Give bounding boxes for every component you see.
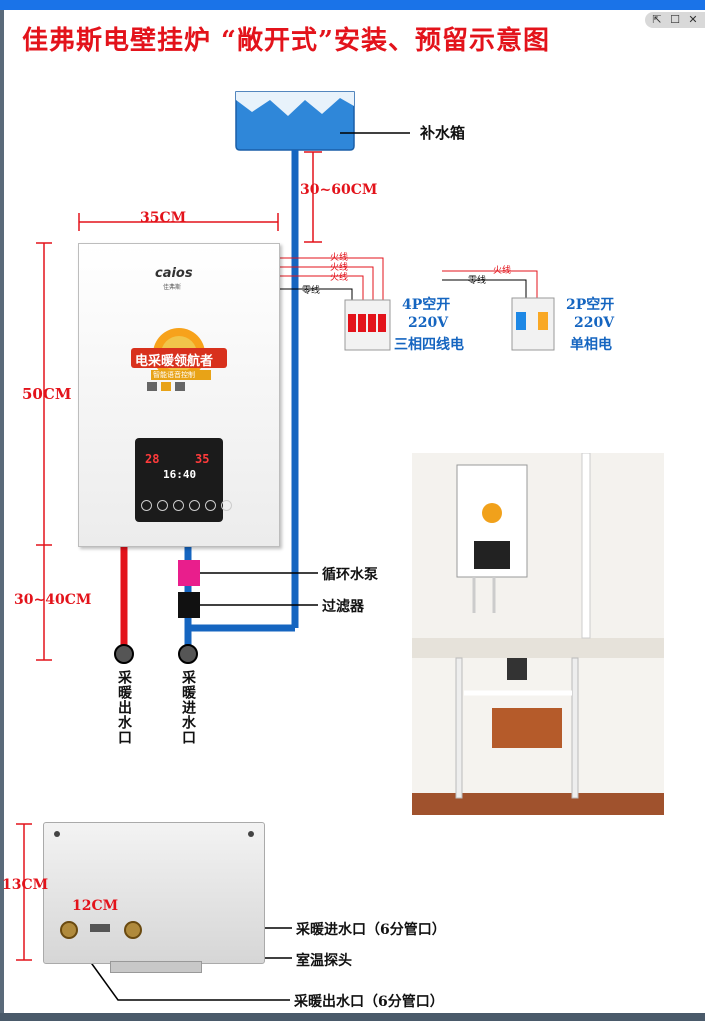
bottom-gap-label: 30~40CM — [14, 592, 92, 608]
window-controls: ⇱ ☐ ✕ — [645, 12, 705, 28]
wiring — [278, 257, 538, 300]
live-wire-label-1: 火线 — [330, 253, 349, 263]
left-edge-strip — [0, 10, 4, 1021]
breaker-4p — [344, 299, 391, 351]
filter — [178, 592, 200, 618]
power-button[interactable] — [141, 500, 152, 511]
display-time: 16:40 — [163, 468, 197, 481]
diagram-title: 佳弗斯电壁挂炉 “敞开式”安装、预留示意图 — [22, 26, 550, 56]
bottom-inlet-fitting — [124, 921, 142, 939]
neutral-wire-label-2p: 零线 — [468, 276, 487, 286]
bottom-outlet-fitting — [60, 921, 78, 939]
tank-label: 补水箱 — [420, 124, 466, 142]
product-badge: 电采暖领航者 智能语音控制 — [129, 324, 229, 394]
live-wire-label-3: 火线 — [330, 273, 349, 283]
pump-label: 循环水泵 — [322, 567, 378, 583]
pipe-spacing-label: 12CM — [72, 898, 119, 914]
breaker4p-voltage: 220V — [408, 315, 449, 331]
inlet-port — [178, 644, 198, 664]
breaker2p-label: 2P空开 — [566, 297, 615, 313]
timer-button[interactable] — [205, 500, 216, 511]
water-tank — [235, 91, 355, 151]
screw-right-icon — [248, 831, 254, 837]
inlet-label: 采暖进水口 — [180, 670, 196, 745]
screw-left-icon — [54, 831, 60, 837]
breaker2p-type: 单相电 — [570, 337, 612, 353]
depth-label: 13CM — [2, 877, 49, 893]
control-panel: 28 35 16:40 — [135, 438, 232, 522]
mode-button[interactable] — [157, 500, 168, 511]
close-icon[interactable]: ✕ — [688, 13, 698, 26]
sensor-label: 室温探头 — [296, 953, 352, 969]
live-wire-label-2: 火线 — [330, 263, 349, 273]
installation-photo — [412, 453, 664, 815]
brand-sub: 佳弗斯 — [163, 284, 182, 291]
brand-logo: caios — [155, 266, 193, 281]
breaker-2p — [511, 297, 555, 351]
width-label: 35CM — [140, 210, 187, 226]
circulation-pump — [178, 560, 200, 586]
breaker4p-label: 4P空开 — [402, 297, 451, 313]
live-wire-label-2p: 火线 — [493, 266, 512, 276]
badge-subtext: 智能语音控制 — [153, 371, 195, 379]
breaker2p-voltage: 220V — [574, 315, 615, 331]
up-button[interactable] — [173, 500, 184, 511]
tank-gap-label: 30~60CM — [300, 182, 378, 198]
bottom-edge-bar — [0, 1013, 705, 1021]
control-buttons — [141, 500, 232, 511]
outlet-port — [114, 644, 134, 664]
down-button[interactable] — [189, 500, 200, 511]
maximize-icon[interactable]: ☐ — [670, 13, 680, 26]
badge-text: 电采暖领航者 — [135, 354, 214, 369]
wall-heater-unit: caios 佳弗斯 电采暖领航者 智能语音控制 28 35 16:40 — [78, 243, 280, 547]
heater-bottom-view — [43, 822, 265, 973]
window-title-bar — [0, 0, 705, 10]
restore-icon[interactable]: ⇱ — [652, 13, 662, 26]
neutral-wire-label: 零线 — [302, 286, 321, 296]
display-right-temp: 35 — [195, 452, 210, 466]
set-button[interactable] — [221, 500, 232, 511]
outlet-label: 采暖出水口 — [116, 670, 132, 745]
display-left-temp: 28 — [145, 452, 160, 466]
bottom-outlet-label: 采暖出水口（6分管口） — [294, 994, 444, 1010]
breaker4p-type: 三相四线电 — [394, 337, 464, 353]
bottom-inlet-label: 采暖进水口（6分管口） — [296, 922, 446, 938]
mount-bracket — [110, 961, 202, 973]
height-label: 50CM — [22, 385, 72, 403]
display-window — [90, 924, 110, 932]
filter-label: 过滤器 — [322, 599, 364, 615]
